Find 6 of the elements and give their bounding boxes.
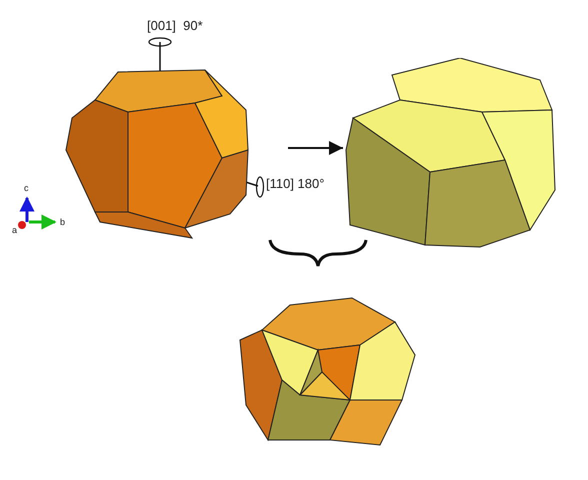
axis-label: [001] 90* <box>147 19 203 32</box>
axis-letter: b <box>60 218 66 227</box>
axis-letter: a <box>12 226 18 235</box>
arrow <box>288 141 343 155</box>
axis-letter: c <box>24 184 28 193</box>
axis-label: [110] 180° <box>266 177 324 190</box>
